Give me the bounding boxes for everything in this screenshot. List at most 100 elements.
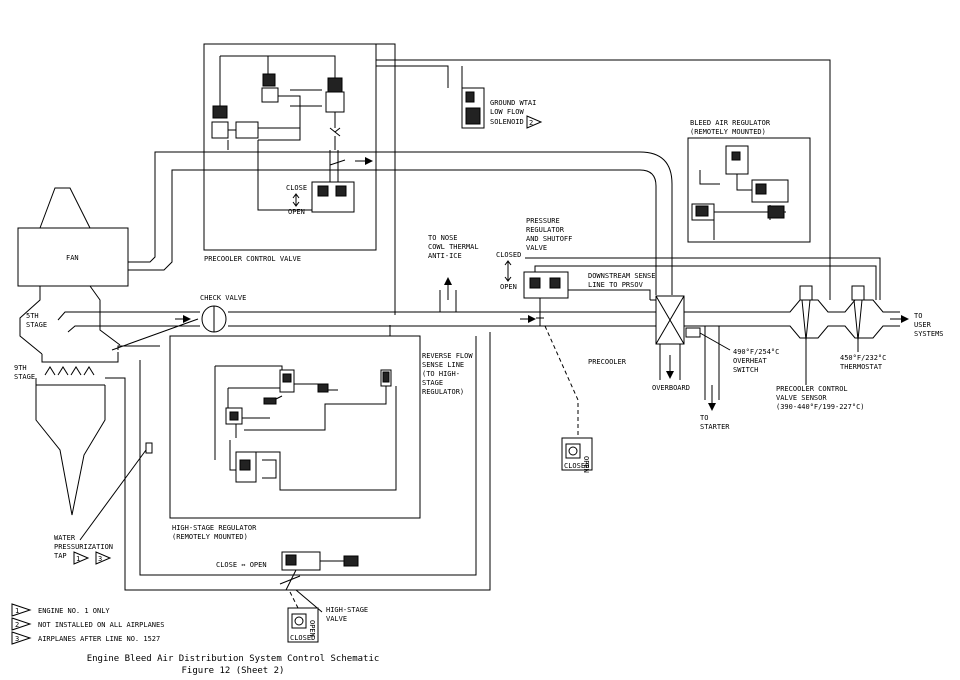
- ground-wtai-label-2: LOW FLOW: [490, 108, 525, 116]
- water-tap-label-2: PRESSURIZATION: [54, 543, 113, 551]
- caption-subtitle: Figure 12 (Sheet 2): [182, 666, 285, 676]
- prsov-arrow: [504, 260, 512, 282]
- hsv-indicator-link: [289, 591, 299, 609]
- prsov-position-indicator: CLOSED OPEN: [561, 437, 593, 473]
- prsov-label-2: REGULATOR: [526, 226, 565, 234]
- high-stage-valve[interactable]: [279, 551, 359, 591]
- user-system-duct: [684, 299, 909, 339]
- bar-label-2: (REMOTELY MOUNTED): [690, 128, 766, 136]
- water-pressurization-tap[interactable]: [79, 442, 153, 541]
- prsov-closed-label: CLOSED: [496, 251, 521, 259]
- ground-wtai-label-3: SOLENOID: [490, 118, 524, 126]
- bar-label-1: BLEED AIR REGULATOR: [690, 119, 771, 127]
- svg-text:NOT INSTALLED ON ALL AIRPLANES: NOT INSTALLED ON ALL AIRPLANES: [38, 621, 164, 629]
- svg-text:OPEN: OPEN: [308, 620, 316, 637]
- fan-box: [17, 227, 129, 287]
- check-valve[interactable]: [201, 305, 227, 333]
- reverse-flow-label-1: REVERSE FLOW: [422, 352, 473, 360]
- stage9-label-1: 9TH: [14, 364, 27, 372]
- ground-wtai-solenoid[interactable]: [461, 87, 485, 129]
- overheat-label-1: 490°F/254°C: [733, 348, 779, 356]
- to-starter-label-2: STARTER: [700, 423, 730, 431]
- hsr-label-1: HIGH-STAGE REGULATOR: [172, 524, 257, 532]
- stage5-label-1: 5TH: [26, 312, 39, 320]
- prsov-label-3: AND SHUTOFF: [526, 235, 572, 243]
- to-user-label-2: USER: [914, 321, 932, 329]
- prsov-label-1: PRESSURE: [526, 217, 560, 225]
- svg-text:3: 3: [98, 555, 102, 563]
- thermostat-label-1: 450°F/232°C: [840, 354, 886, 362]
- flag-3-water-tap: 3: [95, 551, 112, 565]
- pcv-sensor-label-1: PRECOOLER CONTROL: [776, 385, 848, 393]
- prsov[interactable]: [523, 271, 569, 326]
- water-tap-label-1: WATER: [54, 534, 76, 542]
- stage9-label-2: STAGE: [14, 373, 35, 381]
- svg-text:OPEN: OPEN: [582, 456, 590, 473]
- pcv-close-open-arrow: [292, 193, 300, 207]
- downstream-sense-label-1: DOWNSTREAM SENSE: [588, 272, 655, 280]
- downstream-sense-label-2: LINE TO PRSOV: [588, 281, 644, 289]
- reverse-flow-label-5: REGULATOR): [422, 388, 464, 396]
- nose-cowl-duct: [439, 277, 457, 312]
- fan-label: FAN: [66, 254, 79, 262]
- hsr-internals: [214, 365, 397, 491]
- svg-text:2: 2: [529, 119, 533, 127]
- svg-text:CLOSED: CLOSED: [290, 634, 315, 642]
- svg-text:AIRPLANES AFTER LINE NO. 1527: AIRPLANES AFTER LINE NO. 1527: [38, 635, 160, 643]
- pcv-open-label: OPEN: [288, 208, 305, 216]
- overheat-label-2: OVERHEAT: [733, 357, 768, 365]
- to-starter-label-1: TO: [700, 414, 708, 422]
- to-user-label-1: TO: [914, 312, 922, 320]
- pcv-sensor[interactable]: [799, 285, 813, 385]
- svg-text:CLOSED: CLOSED: [564, 462, 589, 470]
- fan-air-duct: [128, 151, 673, 295]
- pcv-sensor-label-3: (390-440°F/199-227°C): [776, 403, 865, 411]
- bar-box: [687, 137, 811, 243]
- thermostat[interactable]: [851, 285, 865, 352]
- overheat-label-3: SWITCH: [733, 366, 758, 374]
- prsov-open-label: OPEN: [500, 283, 517, 291]
- reverse-flow-label-2: SENSE LINE: [422, 361, 464, 369]
- svg-text:2: 2: [15, 621, 19, 629]
- nose-cowl-label-1: TO NOSE: [428, 234, 458, 242]
- reverse-flow-label-4: STAGE: [422, 379, 443, 387]
- ground-wtai-label-1: GROUND WTAI: [490, 99, 536, 107]
- downstream-sense-line: [568, 289, 656, 301]
- bar-internals: [691, 145, 789, 240]
- to-user-label-3: SYSTEMS: [914, 330, 944, 338]
- precooler-label: PRECOOLER: [588, 358, 627, 366]
- stage5-label-2: STAGE: [26, 321, 47, 329]
- hsv-position-indicator: CLOSED OPEN: [287, 607, 319, 643]
- hsv-label-1: HIGH-STAGE: [326, 606, 368, 614]
- legend: 1 ENGINE NO. 1 ONLY 2 NOT INSTALLED ON A…: [11, 603, 164, 645]
- pcv-box: [203, 43, 377, 251]
- reverse-flow-label-3: (TO HIGH-: [422, 370, 460, 378]
- starter-duct: [704, 326, 720, 411]
- fifth-stage-duct: [57, 311, 660, 351]
- legend-item-2: 2 NOT INSTALLED ON ALL AIRPLANES: [11, 617, 164, 631]
- ninth-stage-duct: [105, 332, 491, 591]
- thermostat-label-2: THERMOSTAT: [840, 363, 883, 371]
- svg-text:3: 3: [15, 635, 19, 643]
- hsr-label-2: (REMOTELY MOUNTED): [172, 533, 248, 541]
- hsv-label-2: VALVE: [326, 615, 347, 623]
- overboard-label: OVERBOARD: [652, 384, 690, 392]
- svg-text:1: 1: [15, 607, 19, 615]
- svg-text:1: 1: [76, 555, 80, 563]
- prsov-indicator-link: [544, 325, 579, 440]
- overheat-switch[interactable]: [685, 327, 731, 351]
- prsov-label-4: VALVE: [526, 244, 547, 252]
- caption-title: Engine Bleed Air Distribution System Con…: [87, 654, 380, 664]
- flag-2-wtai: 2: [526, 115, 543, 129]
- engine: [17, 187, 129, 516]
- precooler[interactable]: [655, 295, 685, 380]
- nose-cowl-label-3: ANTI-ICE: [428, 252, 462, 260]
- check-valve-label: CHECK VALVE: [200, 294, 246, 302]
- flag-1-water-tap: 1: [73, 551, 90, 565]
- svg-text:ENGINE NO. 1 ONLY: ENGINE NO. 1 ONLY: [38, 607, 110, 615]
- hsv-close-open-label: CLOSE ⇔ OPEN: [216, 561, 267, 569]
- pcv-close-label: CLOSE: [286, 184, 307, 192]
- nose-cowl-label-2: COWL THERMAL: [428, 243, 479, 251]
- water-tap-label-3: TAP: [54, 552, 67, 560]
